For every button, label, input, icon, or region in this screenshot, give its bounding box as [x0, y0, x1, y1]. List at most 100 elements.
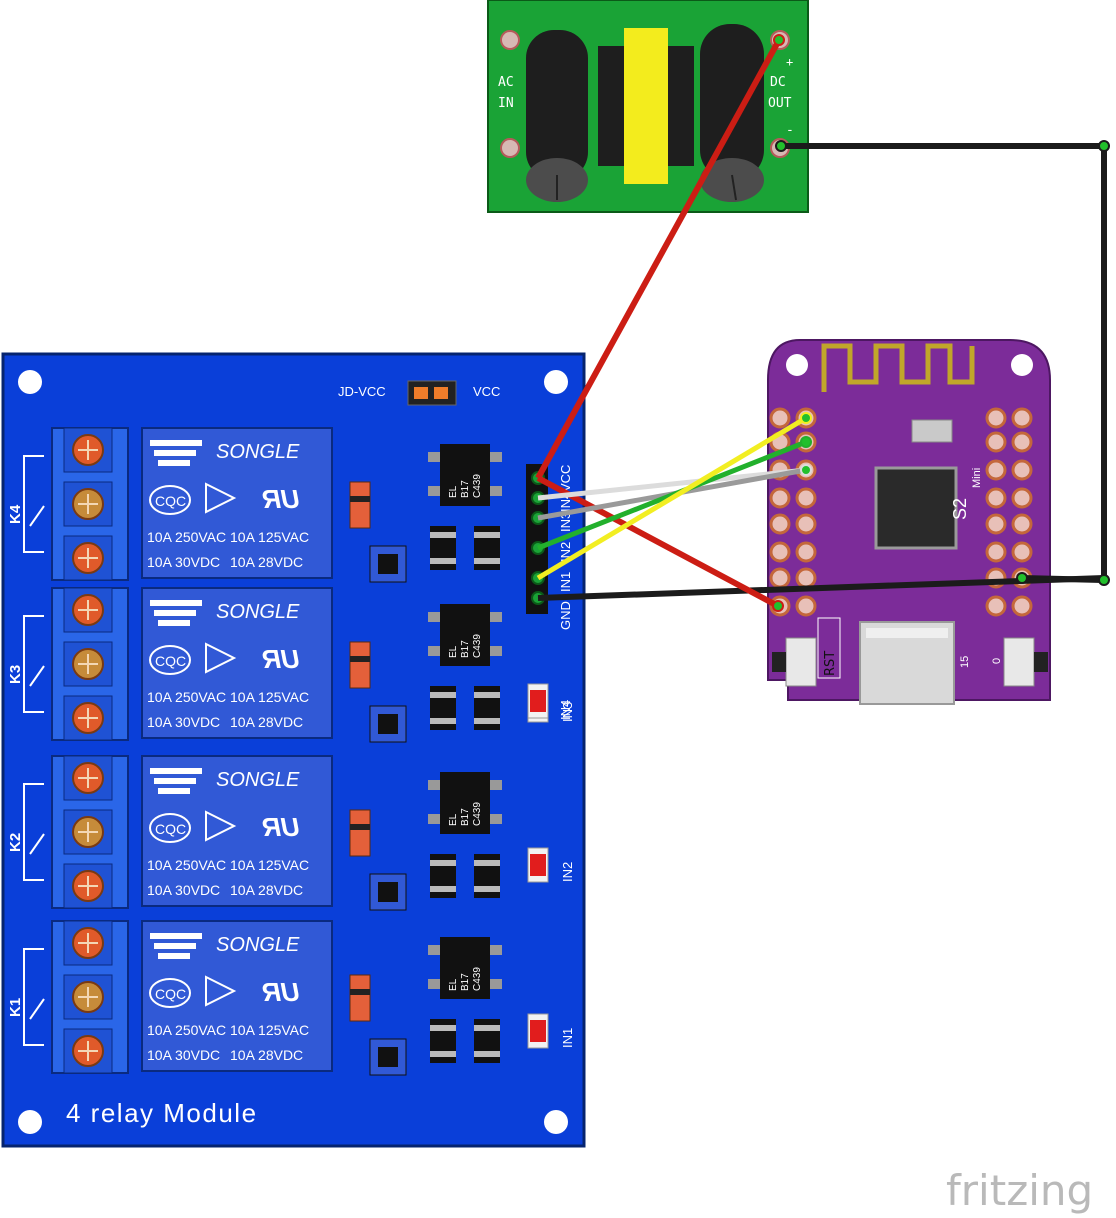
- cqc-mark: [149, 645, 191, 675]
- led-label: IN4: [558, 700, 573, 720]
- wire-endpoint: [800, 436, 812, 448]
- relay-brand: SONGLE: [216, 601, 300, 623]
- board-name: S2: [950, 498, 970, 520]
- led-label: IN3: [560, 702, 575, 722]
- rating-2b: 10A 28VDC: [230, 882, 303, 898]
- opto-marking: C439: [472, 634, 483, 658]
- mcu-header-pad: [985, 407, 1007, 429]
- channel-label: K1: [7, 998, 24, 1017]
- triangle-icon: [205, 482, 237, 514]
- optocoupler: [440, 444, 490, 506]
- crystal: [911, 419, 953, 443]
- opto-marking: C439: [472, 474, 483, 498]
- rating-2b: 10A 28VDC: [230, 1047, 303, 1063]
- wire-in2: [537, 439, 807, 551]
- cqc-label: CQC: [155, 821, 186, 837]
- relay-symbol: [23, 783, 44, 881]
- wire-gnd-to-mcu: [537, 575, 1105, 601]
- mcu-header-pad: [1011, 459, 1033, 481]
- mcu-header-pad: [1011, 407, 1033, 429]
- optocoupler: [440, 772, 490, 834]
- rst-label: RST: [823, 651, 838, 676]
- cqc-label: CQC: [155, 493, 186, 509]
- opto-marking: EL: [448, 813, 459, 826]
- ac-in-pin-2: [500, 138, 520, 158]
- flyback-diode: [349, 481, 371, 529]
- flyback-diode: [349, 641, 371, 689]
- rating-2a: 10A 30VDC: [147, 1047, 220, 1063]
- rating-1b: 10A 125VAC: [230, 857, 309, 873]
- mcu-header-pad: [795, 541, 817, 563]
- optocoupler: [440, 937, 490, 999]
- led-label: IN2: [560, 862, 575, 882]
- rating-2a: 10A 30VDC: [147, 882, 220, 898]
- wire-dc-plus-to-vcc: [535, 38, 782, 480]
- board-suffix: Mini: [971, 468, 983, 488]
- mcu-header-pad: [769, 513, 791, 535]
- relay-brand: SONGLE: [216, 934, 300, 956]
- gpio15-label: 15: [959, 656, 971, 668]
- mcu-hole-right: [1011, 354, 1033, 376]
- mcu-header-pad: [985, 487, 1007, 509]
- wires: [535, 34, 1110, 612]
- wire-endpoint: [1098, 574, 1110, 586]
- relay-module-title: 4 relay Module: [66, 1098, 258, 1128]
- mcu-header-pad: [985, 459, 1007, 481]
- mcu-header-pad: [769, 541, 791, 563]
- mcu-header-pad: [985, 431, 1007, 453]
- mcu-header-pad: [985, 595, 1007, 617]
- power-module: AC IN + DC OUT -: [487, 0, 809, 213]
- header-pin-label: IN1: [558, 572, 573, 592]
- triangle-icon: [205, 642, 237, 674]
- wire-in4: [537, 467, 807, 501]
- opto-marking: EL: [448, 485, 459, 498]
- jd-vcc-label: JD-VCC: [338, 384, 386, 399]
- opto-marking: EL: [448, 645, 459, 658]
- wire-endpoint: [800, 412, 812, 424]
- rating-2a: 10A 30VDC: [147, 554, 220, 570]
- plus-label: +: [786, 55, 793, 69]
- triangle-icon: [205, 975, 237, 1007]
- capacitor-left: [526, 30, 588, 202]
- mcu-header-pad: [795, 513, 817, 535]
- mcu-header-pad: [795, 595, 817, 617]
- header-pin-label: GND: [558, 601, 573, 630]
- relay-brand: SONGLE: [216, 441, 300, 463]
- relay-symbol: [23, 615, 44, 713]
- relay-symbol: [23, 948, 44, 1046]
- mount-hole-tr: [544, 370, 568, 394]
- rating-1b: 10A 125VAC: [230, 529, 309, 545]
- pcb-antenna: [821, 343, 975, 392]
- out-label: OUT: [768, 96, 792, 111]
- gpio0-label: 0: [991, 658, 1003, 664]
- vcc-jumper-label: VCC: [473, 384, 500, 399]
- cqc-mark: [149, 485, 191, 515]
- reset-button: [785, 637, 817, 687]
- cqc-label: CQC: [155, 653, 186, 669]
- mcu-header-pad: [769, 487, 791, 509]
- rating-2b: 10A 28VDC: [230, 714, 303, 730]
- mcu-header-pad: [769, 567, 791, 589]
- cqc-mark: [149, 978, 191, 1008]
- ul-mark: UR: [262, 977, 300, 1007]
- relay-symbol: [23, 455, 44, 553]
- triangle-icon: [205, 810, 237, 842]
- channel-label: K4: [7, 504, 24, 524]
- channel-label: K2: [7, 833, 24, 852]
- wire-endpoint: [772, 600, 784, 612]
- rating-1b: 10A 125VAC: [230, 1022, 309, 1038]
- in-label: IN: [498, 96, 514, 111]
- opto-marking: C439: [472, 802, 483, 826]
- wire-endpoint: [775, 140, 787, 152]
- relay-brand: SONGLE: [216, 769, 300, 791]
- mcu-header-pad: [769, 407, 791, 429]
- rating-1a: 10A 250VAC: [147, 1022, 226, 1038]
- opto-marking: B17: [460, 808, 471, 826]
- mcu-hole-left: [786, 354, 808, 376]
- mount-hole-br: [544, 1110, 568, 1134]
- cqc-mark: [149, 813, 191, 843]
- opto-marking: B17: [460, 640, 471, 658]
